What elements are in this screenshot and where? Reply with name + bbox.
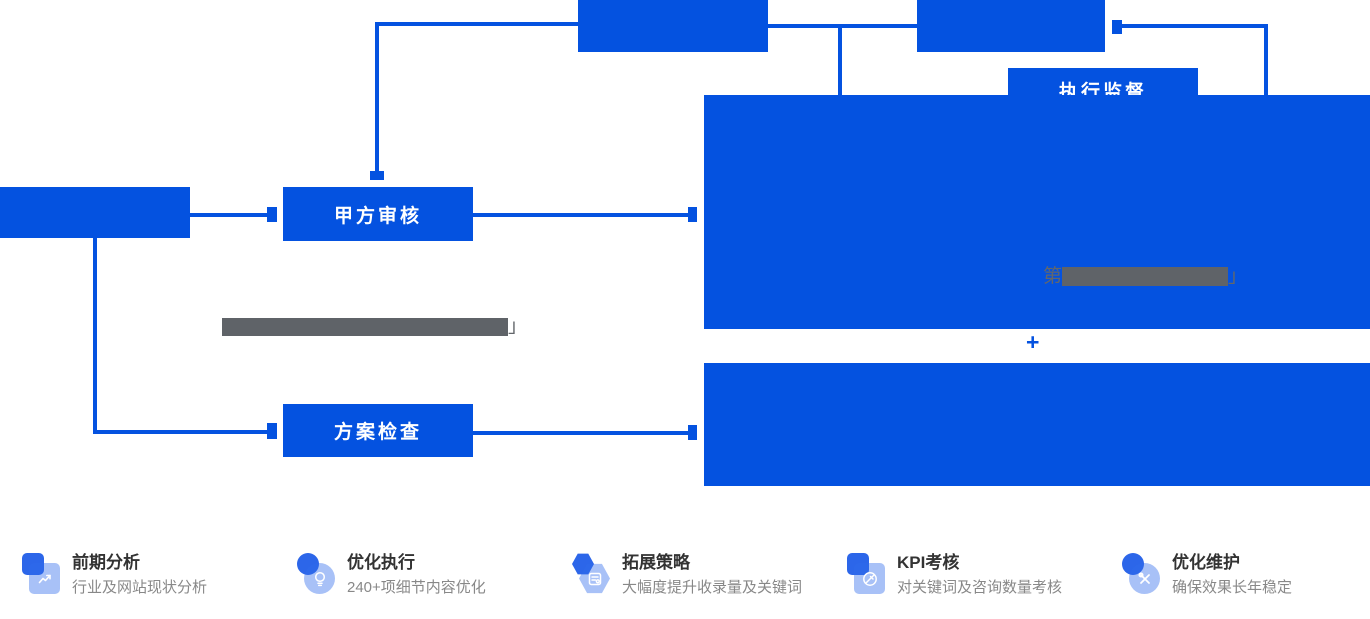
connector-port bbox=[370, 171, 384, 180]
connector-line bbox=[377, 22, 578, 26]
redaction-block bbox=[222, 317, 508, 336]
detail-panel-bottom bbox=[704, 363, 1370, 486]
connector-port bbox=[688, 207, 697, 222]
gavel-icon bbox=[845, 550, 887, 598]
lightbulb-icon bbox=[295, 550, 337, 598]
connector-line bbox=[93, 238, 97, 434]
connector-line bbox=[1122, 24, 1268, 28]
review-box: 甲方审核 bbox=[283, 187, 473, 241]
feature-title: 优化执行 bbox=[347, 553, 415, 572]
redacted-lead-char: 第 bbox=[1043, 266, 1063, 287]
connector-port bbox=[688, 425, 697, 440]
feature-title: 拓展策略 bbox=[622, 553, 690, 572]
feature-title: KPI考核 bbox=[897, 553, 960, 572]
connector-line bbox=[473, 431, 688, 435]
feature-desc: 确保效果长年稳定 bbox=[1172, 579, 1293, 596]
tools-icon bbox=[1120, 550, 1162, 598]
redacted-close-char: 」 bbox=[508, 316, 528, 337]
connector-line bbox=[473, 213, 688, 217]
redaction-block bbox=[1062, 267, 1229, 286]
trend-chart-icon bbox=[20, 550, 62, 598]
connector-port bbox=[267, 423, 277, 439]
detail-panel-top bbox=[704, 95, 1370, 329]
connector-line bbox=[838, 26, 842, 95]
process-box-top-right bbox=[917, 0, 1105, 52]
plan-check-box-label: 方案检查 bbox=[333, 422, 422, 443]
feature-title: 优化维护 bbox=[1172, 553, 1240, 572]
feature-item: 优化执行 240+项细节内容优化 bbox=[295, 550, 486, 598]
connector-line bbox=[375, 22, 379, 171]
report-icon bbox=[570, 550, 612, 598]
feature-desc: 大幅度提升收录量及关键词 bbox=[622, 579, 803, 596]
review-box-label: 甲方审核 bbox=[333, 205, 422, 227]
connector-line bbox=[190, 213, 267, 217]
feature-item: 拓展策略 大幅度提升收录量及关键词 bbox=[570, 550, 802, 598]
plan-check-box: 方案检查 bbox=[283, 404, 473, 457]
redacted-text-1: 第 」 bbox=[1043, 267, 1247, 286]
feature-desc: 行业及网站现状分析 bbox=[72, 579, 208, 596]
redacted-text-2: 」 bbox=[222, 317, 527, 336]
redacted-close-char: 」 bbox=[1228, 266, 1248, 287]
connector-line bbox=[768, 24, 917, 28]
feature-title: 前期分析 bbox=[72, 553, 140, 572]
feature-desc: 240+项细节内容优化 bbox=[347, 579, 486, 596]
connector-port bbox=[1112, 20, 1122, 34]
connector-port bbox=[267, 207, 277, 222]
process-box-top-left bbox=[578, 0, 768, 52]
start-box bbox=[0, 187, 190, 238]
feature-item: KPI考核 对关键词及咨询数量考核 bbox=[845, 550, 1062, 598]
feature-item: 前期分析 行业及网站现状分析 bbox=[20, 550, 207, 598]
feature-item: 优化维护 确保效果长年稳定 bbox=[1120, 550, 1292, 598]
connector-line bbox=[1264, 26, 1268, 95]
connector-line bbox=[93, 430, 267, 434]
plus-sign: + bbox=[1026, 329, 1040, 355]
feature-desc: 对关键词及咨询数量考核 bbox=[897, 579, 1063, 596]
